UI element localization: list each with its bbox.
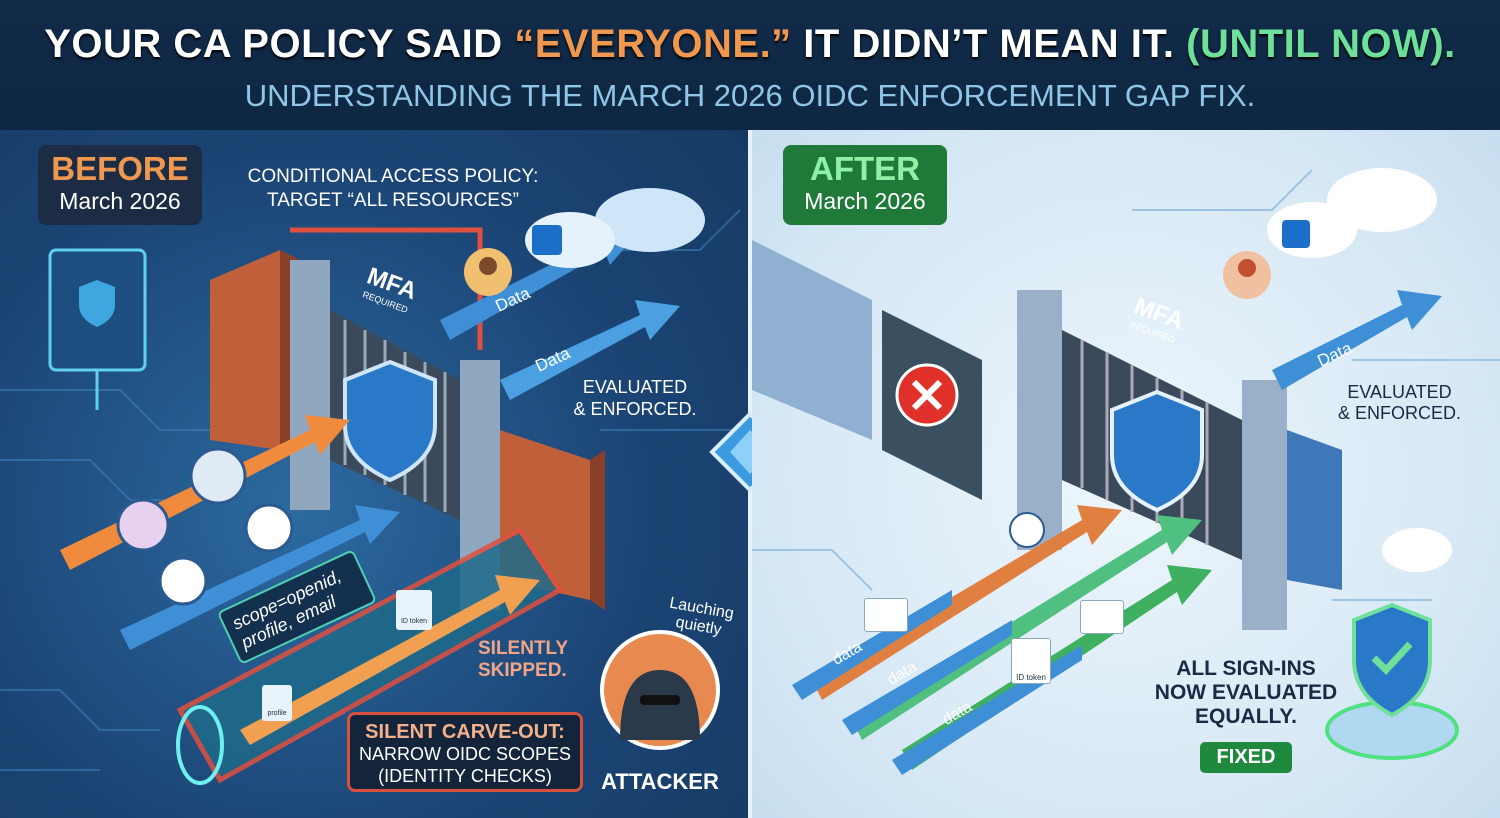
title-green: (UNTIL NOW).	[1186, 22, 1456, 66]
after-panel: AFTER March 2026 Data MFA REQUIRED EVALU…	[752, 130, 1500, 818]
badge-title: BEFORE	[51, 150, 189, 187]
id-token-doc: ID token	[1011, 638, 1051, 684]
attacker-label: ATTACKER	[601, 769, 719, 794]
id-card-icon	[1080, 600, 1124, 634]
attacker-avatar	[600, 630, 720, 750]
shield-mfa	[343, 359, 437, 483]
skipped-label: SILENTLY SKIPPED.	[478, 638, 598, 682]
page-subtitle: UNDERSTANDING THE MARCH 2026 OIDC ENFORC…	[244, 78, 1256, 113]
green-arrow	[852, 515, 1202, 740]
id-card-icon	[864, 598, 908, 632]
header: YOUR CA POLICY SAID “EVERYONE.” IT DIDN’…	[0, 0, 1500, 130]
carveout-line: (IDENTITY CHECKS)	[378, 766, 552, 786]
shield-mfa	[1110, 389, 1204, 513]
carveout-box: SILENT CARVE-OUT: NARROW OIDC SCOPES (ID…	[347, 712, 583, 792]
policy-line: CONDITIONAL ACCESS POLICY:	[247, 166, 539, 187]
carveout-line: NARROW OIDC SCOPES	[358, 744, 572, 764]
cloud-icon	[1267, 168, 1437, 258]
carveout-title: SILENT CARVE-OUT:	[365, 721, 565, 743]
blue-arrow-lower	[120, 505, 400, 650]
before-illustration	[0, 188, 748, 785]
evaluated-line: EVALUATED	[582, 377, 688, 397]
orange-arrow	[812, 505, 1122, 700]
fixed-shield	[1325, 602, 1459, 760]
blue-arrow-data	[892, 645, 1082, 775]
before-panel: BEFORE March 2026 CONDITIONAL ACCESS POL…	[0, 130, 748, 818]
title-highlight: “EVERYONE.”	[514, 22, 792, 66]
blue-arrow-data	[1272, 290, 1442, 390]
policy-line: TARGET “ALL RESOURCES”	[267, 190, 519, 211]
blocked-gate	[882, 310, 982, 500]
page-title: YOUR CA POLICY SAID “EVERYONE.” IT DIDN’…	[0, 22, 1500, 67]
after-badge: AFTER March 2026	[783, 145, 947, 225]
stone-wall-right	[1287, 430, 1342, 590]
evaluated-label: EVALUATED & ENFORCED.	[565, 376, 705, 420]
evaluated-line: & ENFORCED.	[573, 399, 697, 419]
after-illustration	[752, 168, 1500, 775]
badge-title: AFTER	[810, 150, 920, 187]
user-avatar	[464, 248, 512, 296]
evaluated-label: EVALUATED & ENFORCED.	[1332, 382, 1467, 424]
user-avatar	[1009, 512, 1045, 548]
profile-doc: profile	[262, 685, 292, 721]
result-label: ALL SIGN-INS NOW EVALUATED EQUALLY.	[1136, 657, 1356, 729]
result-line: EQUALLY.	[1195, 705, 1297, 728]
result-line: NOW EVALUATED	[1154, 681, 1338, 704]
brick-wall-left	[210, 250, 300, 450]
user-avatars-left	[116, 447, 294, 606]
fixed-badge: FIXED	[1200, 742, 1292, 773]
cloud-icon	[1382, 528, 1452, 572]
evaluated-line: EVALUATED	[1347, 382, 1452, 402]
stone-wall-left	[752, 240, 872, 440]
before-badge: BEFORE March 2026	[38, 145, 202, 225]
skipped-line: SKIPPED.	[478, 660, 567, 681]
policy-label: CONDITIONAL ACCESS POLICY: TARGET “ALL R…	[230, 165, 556, 213]
skipped-line: SILENTLY	[478, 638, 569, 659]
evaluated-line: & ENFORCED.	[1337, 403, 1461, 423]
blue-arrow-data	[792, 590, 952, 700]
title-part: YOUR CA POLICY SAID	[44, 22, 515, 66]
blue-arrow-data	[842, 620, 1012, 735]
circuit-lines	[752, 169, 1500, 601]
id-token-doc: ID token	[396, 590, 432, 630]
title-part: IT DIDN’T MEAN IT.	[791, 22, 1187, 66]
result-line: ALL SIGN-INS	[1176, 657, 1316, 680]
blue-arrow-data-2	[500, 300, 680, 400]
badge-date: March 2026	[59, 188, 181, 214]
badge-date: March 2026	[804, 188, 926, 214]
user-avatar	[1223, 251, 1271, 299]
monitor-icon	[48, 248, 147, 410]
cloud-icon	[525, 188, 705, 268]
